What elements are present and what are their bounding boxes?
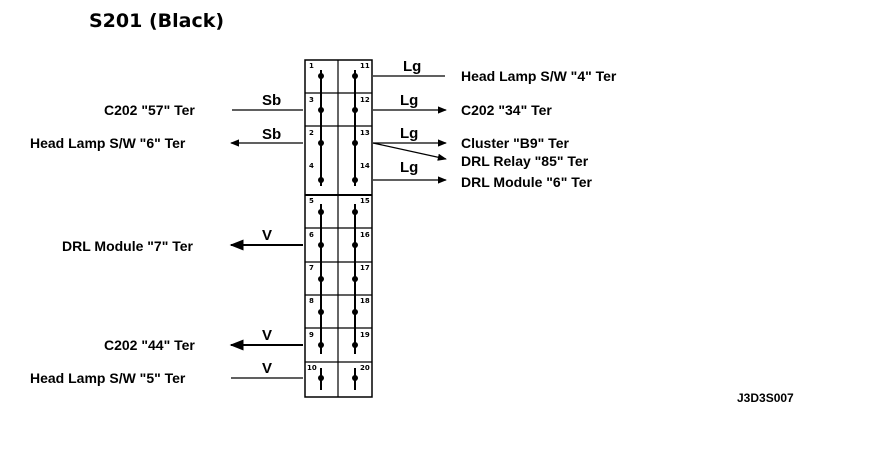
pin-number: 7 xyxy=(309,264,314,272)
wire-color-label: V xyxy=(262,360,272,377)
destination-label: C202 "57" Ter xyxy=(104,102,195,118)
pin-number: 18 xyxy=(360,297,370,305)
pin-number: 2 xyxy=(309,129,314,137)
wire-color-label: Lg xyxy=(400,92,418,109)
wire-cluster-b9: Lg Cluster "B9" Ter xyxy=(373,125,569,151)
pin-number: 4 xyxy=(309,162,314,170)
wire-headlamp-sw-6: Sb Head Lamp S/W "6" Ter xyxy=(30,126,303,151)
destination-label: C202 "44" Ter xyxy=(104,337,195,353)
figure-code: J3D3S007 xyxy=(737,391,794,405)
pin-number: 17 xyxy=(360,264,370,272)
pin-number: 10 xyxy=(307,364,317,372)
pin-number: 14 xyxy=(360,162,370,170)
destination-label: Head Lamp S/W "4" Ter xyxy=(461,68,617,84)
wire-headlamp-sw-5: V Head Lamp S/W "5" Ter xyxy=(30,360,303,386)
wire-color-label: V xyxy=(262,227,272,244)
wire-color-label: Lg xyxy=(403,58,421,75)
pin-number: 1 xyxy=(309,62,314,70)
wire-drl-module-6: Lg DRL Module "6" Ter xyxy=(373,159,593,190)
wire-color-label: Sb xyxy=(262,126,281,143)
pin-number: 13 xyxy=(360,129,370,137)
pin-number: 15 xyxy=(360,197,370,205)
pin-number: 6 xyxy=(309,231,314,239)
pin-number: 5 xyxy=(309,197,314,205)
wire-drl-relay-85: DRL Relay "85" Ter xyxy=(372,142,589,169)
pin-number: 20 xyxy=(360,364,370,372)
pin-number: 9 xyxy=(309,331,314,339)
splice-dots xyxy=(318,73,358,381)
destination-label: Cluster "B9" Ter xyxy=(461,135,569,151)
wire-headlamp-sw-4: Lg Head Lamp S/W "4" Ter xyxy=(373,58,617,84)
destination-label: DRL Module "7" Ter xyxy=(62,238,194,254)
wire-color-label: Lg xyxy=(400,159,418,176)
splice-connector: 1 3 2 4 5 6 7 8 9 10 11 12 13 14 15 16 1… xyxy=(304,59,373,398)
pin-number: 3 xyxy=(309,96,314,104)
destination-label: C202 "34" Ter xyxy=(461,102,552,118)
pin-number: 12 xyxy=(360,96,370,104)
pin-number: 11 xyxy=(360,62,370,70)
pin-number: 16 xyxy=(360,231,370,239)
wire-color-label: Sb xyxy=(262,92,281,109)
wire-c202-34: Lg C202 "34" Ter xyxy=(373,92,552,118)
wire-c202-44: V C202 "44" Ter xyxy=(104,327,303,353)
wire-color-label: V xyxy=(262,327,272,344)
wire-c202-57: Sb C202 "57" Ter xyxy=(104,92,303,118)
diagram-title: S201 (Black) xyxy=(89,10,224,32)
pin-number: 8 xyxy=(309,297,314,305)
pin-number: 19 xyxy=(360,331,370,339)
wire-color-label: Lg xyxy=(400,125,418,142)
destination-label: DRL Module "6" Ter xyxy=(461,174,593,190)
destination-label: Head Lamp S/W "5" Ter xyxy=(30,370,186,386)
pin-numbers: 1 3 2 4 5 6 7 8 9 10 11 12 13 14 15 16 1… xyxy=(307,62,370,372)
destination-label: Head Lamp S/W "6" Ter xyxy=(30,135,186,151)
wire-drl-module-7: V DRL Module "7" Ter xyxy=(62,227,303,254)
destination-label: DRL Relay "85" Ter xyxy=(461,153,589,169)
